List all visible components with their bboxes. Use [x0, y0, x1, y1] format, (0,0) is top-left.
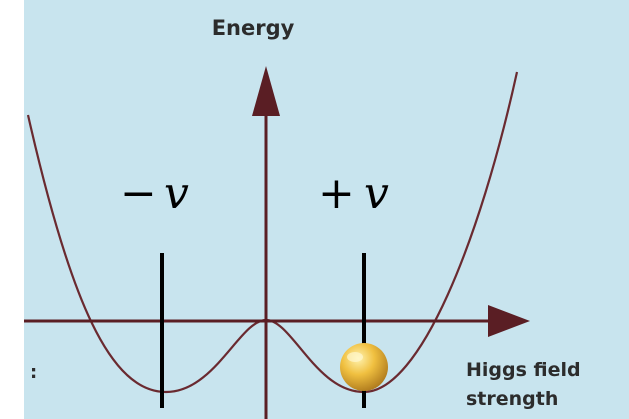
diagram-background [24, 0, 629, 419]
minus-v-symbol: v [164, 168, 189, 219]
field-axis-label-line1: Higgs field [466, 359, 581, 381]
plus-v-sign: + [318, 168, 355, 219]
energy-axis-label: Energy [212, 16, 295, 40]
left-edge-fragment: : [30, 362, 37, 383]
minus-v-sign: − [120, 168, 157, 219]
field-axis-label-line2: strength [466, 388, 558, 410]
ball-highlight [347, 352, 363, 362]
plus-v-symbol: v [364, 168, 389, 219]
field-axis-arrowhead [488, 305, 530, 337]
higgs-ball [340, 343, 388, 391]
energy-axis-arrowhead [252, 66, 280, 116]
potential-curve [26, 71, 519, 394]
